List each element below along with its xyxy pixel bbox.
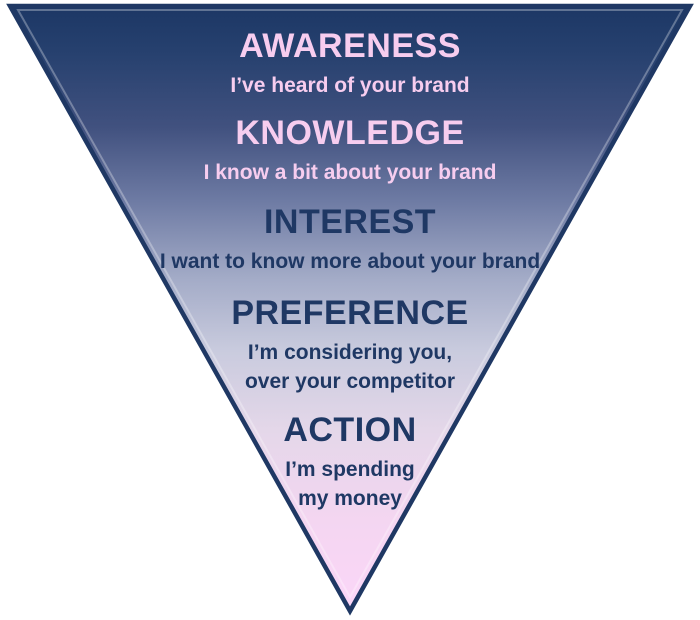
triangle-bevel-highlight bbox=[16, 9, 684, 600]
inverted-triangle bbox=[6, 3, 694, 616]
